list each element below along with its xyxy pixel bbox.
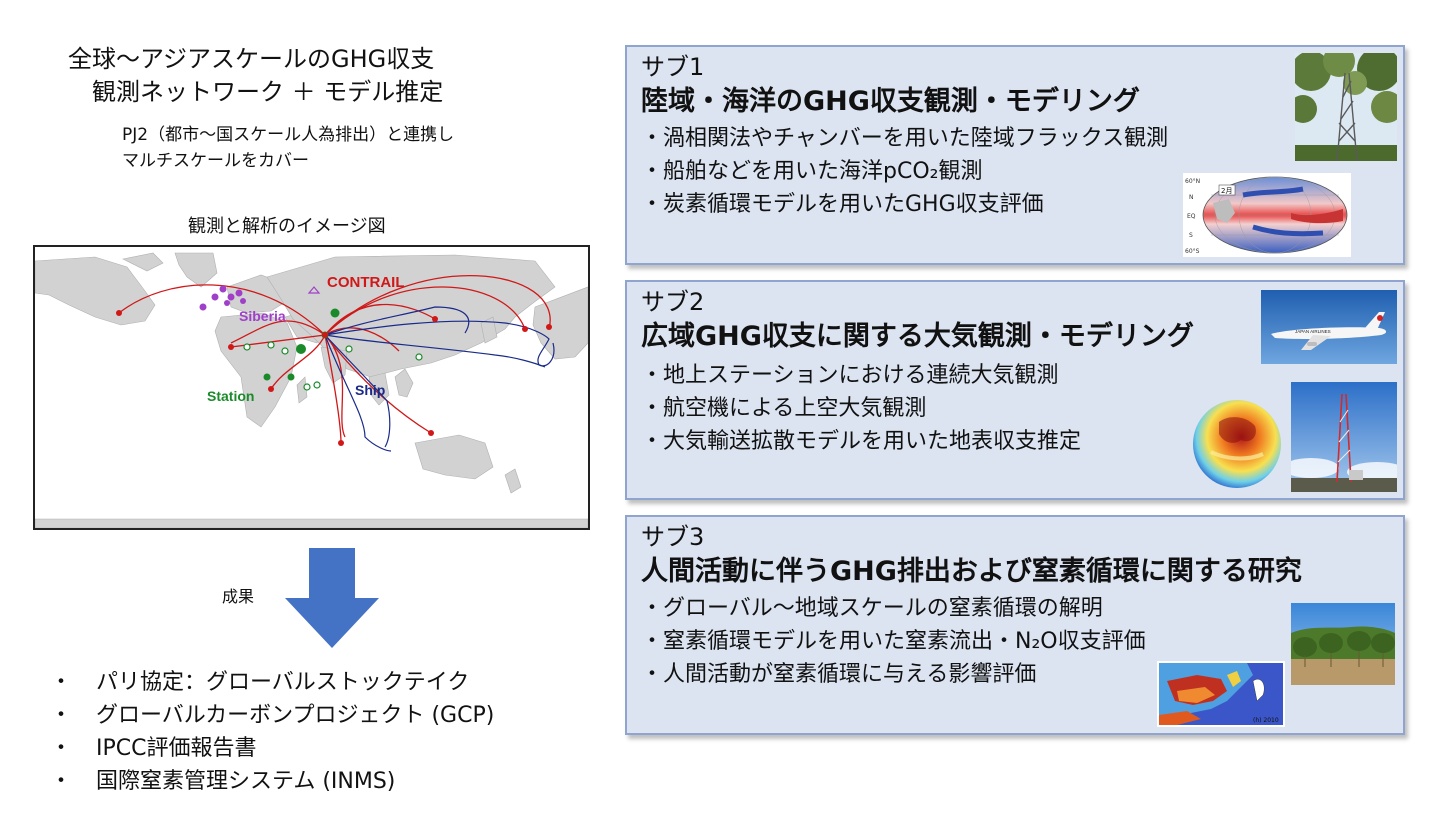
sub1-heading: 陸域・海洋のGHG収支観測・モデリング xyxy=(641,86,1140,117)
sub2-item: ・大気輸送拡散モデルを用いた地表収支推定 xyxy=(641,429,1082,454)
siberia-triangle-marker xyxy=(307,286,321,294)
sub2-heading: 広域GHG収支に関する大気観測・モデリング xyxy=(641,321,1194,352)
sub3-item: ・窒素循環モデルを用いた窒素流出・N₂O収支評価 xyxy=(641,629,1146,654)
note-line-2: マルチスケールをカバー xyxy=(122,151,309,171)
sub3-title: サブ3 xyxy=(641,523,705,551)
bullet: ・ xyxy=(50,670,73,695)
ocean-map-lat-label: S xyxy=(1189,232,1193,239)
ship-routes xyxy=(324,306,555,452)
nitrogen-map-image: (h) 2010 xyxy=(1157,661,1285,727)
sub1-item: ・渦相関法やチャンバーを用いた陸域フラックス観測 xyxy=(641,126,1169,151)
outcome-item: ・グローバルカーボンプロジェクト (GCP) xyxy=(50,701,494,731)
farmland-photo xyxy=(1291,603,1395,685)
ocean-pco2-map: 2月 60°N N EQ S 60°S xyxy=(1183,173,1351,257)
outcome-text: IPCC評価報告書 xyxy=(96,736,257,761)
ocean-map-lat-label: 60°S xyxy=(1185,248,1200,255)
aircraft-photo: JAPAN AIRLINES xyxy=(1261,290,1397,364)
station-tower-photo xyxy=(1291,382,1397,492)
down-arrow-icon xyxy=(285,548,379,648)
outcome-item: ・パリ協定：グローバルストックテイク xyxy=(50,668,469,698)
bullet: ・ xyxy=(50,769,73,794)
outcome-text: パリ協定：グローバルストックテイク xyxy=(96,670,470,695)
note-line-1: PJ2（都市～国スケール人為排出）と連携し xyxy=(122,125,455,145)
sub3-heading: 人間活動に伴うGHG排出および窒素循環に関する研究 xyxy=(641,556,1302,587)
outcome-text: グローバルカーボンプロジェクト (GCP) xyxy=(96,703,495,728)
siberia-sites xyxy=(199,285,246,311)
title-line-1: 全球～アジアスケールのGHG収支 xyxy=(68,45,435,73)
sub1-item: ・炭素循環モデルを用いたGHG収支評価 xyxy=(641,192,1044,217)
ship-label: Ship xyxy=(355,382,385,398)
title-line-2: 観測ネットワーク ＋ モデル推定 xyxy=(92,78,444,106)
station-label: Station xyxy=(207,388,254,404)
sub3-item: ・グローバル～地域スケールの窒素循環の解明 xyxy=(641,596,1103,621)
bullet: ・ xyxy=(50,736,73,761)
contrail-label: CONTRAIL xyxy=(327,274,405,291)
ocean-map-lat-label: 60°N xyxy=(1185,178,1200,185)
flux-tower-photo xyxy=(1295,53,1397,161)
station-sites xyxy=(243,308,423,391)
sub3-item: ・人間活動が窒素循環に与える影響評価 xyxy=(641,662,1037,687)
globe-model-image xyxy=(1189,382,1283,492)
sub1-item: ・船舶などを用いた海洋pCO₂観測 xyxy=(641,159,983,184)
sub2-item: ・航空機による上空大気観測 xyxy=(641,396,927,421)
siberia-label: Siberia xyxy=(239,308,286,324)
bullet: ・ xyxy=(50,703,73,728)
contrail-airports xyxy=(116,310,552,446)
ocean-map-month: 2月 xyxy=(1221,187,1232,195)
sub1-panel: サブ1 陸域・海洋のGHG収支観測・モデリング ・渦相関法やチャンバーを用いた陸… xyxy=(625,45,1405,265)
ocean-map-lat-label: N xyxy=(1189,194,1194,201)
ocean-map-lat-label: EQ xyxy=(1187,213,1196,220)
nitrogen-map-label: (h) 2010 xyxy=(1253,717,1279,724)
sub2-item: ・地上ステーションにおける連続大気観測 xyxy=(641,363,1059,388)
sub2-title: サブ2 xyxy=(641,288,705,316)
map-caption: 観測と解析のイメージ図 xyxy=(188,216,386,237)
result-label: 成果 xyxy=(222,587,255,606)
outcome-item: ・ IPCC評価報告書 xyxy=(50,734,256,764)
outcome-text: 国際窒素管理システム (INMS) xyxy=(96,769,396,794)
sub2-panel: サブ2 広域GHG収支に関する大気観測・モデリング ・地上ステーションにおける連… xyxy=(625,280,1405,500)
outcome-item: ・国際窒素管理システム (INMS) xyxy=(50,767,395,797)
aircraft-livery-text: JAPAN AIRLINES xyxy=(1295,329,1331,334)
contrail-routes xyxy=(118,274,551,444)
sub3-panel: サブ3 人間活動に伴うGHG排出および窒素循環に関する研究 ・グローバル～地域ス… xyxy=(625,515,1405,735)
observation-world-map: CONTRAIL Siberia Station Ship xyxy=(33,245,590,530)
sub1-title: サブ1 xyxy=(641,53,705,81)
